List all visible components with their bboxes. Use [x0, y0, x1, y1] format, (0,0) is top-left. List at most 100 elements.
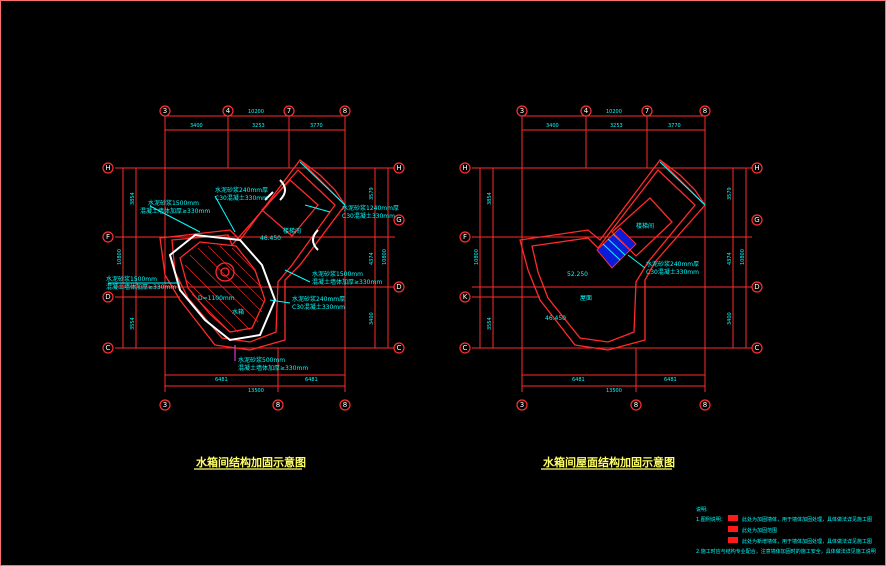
r-dim-bottom-2: 6481	[664, 377, 677, 383]
right-note-1: 水泥砂浆240mm厚	[646, 260, 699, 268]
svg-text:H: H	[462, 164, 467, 172]
r-dim-top-1: 3400	[546, 123, 559, 129]
svg-text:K: K	[463, 293, 468, 301]
dim-top-3: 3770	[310, 123, 323, 129]
svg-text:H: H	[396, 164, 401, 172]
svg-text:D: D	[396, 283, 401, 291]
legend-swatch-3	[728, 537, 738, 543]
r-dim-right-2: 4374	[727, 252, 733, 265]
svg-text:H: H	[105, 164, 110, 172]
left-bottom-dimension-lines	[164, 348, 346, 392]
dim-bottom-1: 6481	[215, 377, 228, 383]
dim-right-1: 3579	[369, 187, 375, 200]
left-plan: 水泥砂浆1500mm 混凝土墙体加厚≥330mm 水泥砂浆240mm厚 C30混…	[102, 105, 405, 470]
r-dim-right-total: 10800	[740, 249, 746, 265]
r-dim-top-3: 3770	[668, 123, 681, 129]
dim-bottom-total: 13500	[248, 388, 264, 394]
dim-right-2: 4374	[369, 252, 375, 265]
note-5: 水泥砂浆1500mm	[106, 275, 157, 283]
note-11: 水泥砂浆240mm厚	[292, 295, 345, 303]
dim-left-1: 3854	[130, 192, 136, 205]
note-16: 水箱	[232, 308, 244, 316]
r-dim-left-2: 3554	[487, 317, 493, 330]
svg-text:G: G	[754, 216, 759, 224]
svg-text:8: 8	[634, 401, 638, 409]
note-18: 46.450	[260, 235, 281, 242]
right-notes: 水泥砂浆240mm厚 C30混凝土330mm 楼梯间 屋面 46.450 52.…	[545, 222, 699, 322]
left-grid-lines	[115, 167, 395, 349]
right-leader-lines	[627, 161, 706, 269]
svg-text:C: C	[463, 344, 468, 352]
svg-text:7: 7	[287, 107, 291, 115]
svg-text:3: 3	[163, 107, 167, 115]
r-dim-right-1: 3579	[727, 187, 733, 200]
legend-item1-prefix: 1.图例说明：	[696, 516, 726, 523]
svg-text:7: 7	[645, 107, 649, 115]
right-stairs	[596, 197, 673, 269]
svg-text:8: 8	[343, 107, 347, 115]
legend-row-3: 此处为新增墙体，用于墙体加固处理，具体做法详见施工图	[742, 538, 872, 545]
note-7: 水泥砂浆1240mm厚	[342, 204, 399, 212]
r-dim-left-total: 10800	[474, 249, 480, 265]
tank-hatching	[184, 245, 265, 333]
dim-top-2: 3253	[252, 123, 265, 129]
legend-row-2: 此处为加固范围	[742, 527, 777, 534]
left-stair-room	[261, 161, 346, 251]
svg-text:3: 3	[163, 401, 167, 409]
dim-top-1: 3400	[190, 123, 203, 129]
right-bottom-dimension-lines	[521, 348, 706, 392]
r-dim-bottom-total: 13500	[606, 388, 622, 394]
svg-text:G: G	[396, 216, 401, 224]
legend-header: 说明:	[696, 506, 708, 513]
left-notes: 水泥砂浆1500mm 混凝土墙体加厚≥330mm 水泥砂浆240mm厚 C30混…	[106, 186, 399, 372]
note-8: C30混凝土330mm	[342, 212, 395, 220]
note-6: 混凝土墙体加厚≥330mm	[106, 283, 176, 291]
right-plan-title: 水箱间屋面结构加固示意图	[543, 455, 675, 469]
dim-left-2: 3554	[130, 317, 136, 330]
svg-text:8: 8	[276, 401, 280, 409]
svg-text:4: 4	[226, 107, 231, 115]
tank-column-inner	[220, 267, 230, 277]
legend-row-1: 此处为加固墙体，用于墙体加固处理，具体做法详见施工图	[742, 516, 872, 523]
dim-left-total: 10800	[117, 249, 123, 265]
right-axis-bubbles: 3 4 7 8 3 8 8 H F K C H G D C	[459, 105, 763, 411]
right-note-4: 屋面	[580, 295, 592, 302]
note-15: D=1100mm	[198, 295, 235, 302]
note-4: C30混凝土330mm	[215, 194, 268, 202]
left-dimension-texts: 10200 3400 3253 3770 13500 6481 6481 108…	[117, 109, 388, 394]
legend-swatch-2	[728, 526, 738, 532]
svg-text:8: 8	[703, 107, 707, 115]
svg-text:C: C	[397, 344, 402, 352]
svg-text:F: F	[106, 233, 110, 241]
note-1: 水泥砂浆1500mm	[148, 199, 199, 207]
right-building-outline	[519, 159, 706, 351]
r-dim-bottom-1: 6481	[572, 377, 585, 383]
r-dim-top-2: 3253	[610, 123, 623, 129]
left-top-dimension-lines	[160, 112, 350, 169]
svg-text:4: 4	[584, 107, 589, 115]
svg-text:3: 3	[520, 107, 524, 115]
svg-text:8: 8	[703, 401, 707, 409]
note-13: 水泥砂浆500mm	[238, 356, 285, 364]
right-grid-lines	[472, 167, 752, 349]
svg-text:F: F	[463, 233, 467, 241]
tank-column-circle	[215, 262, 235, 282]
note-12: C30混凝土330mm	[292, 303, 345, 311]
left-axis-bubbles: 3 4 7 8 3 8 8 H F D C H G D C	[102, 105, 405, 411]
note-10: 混凝土墙体加厚≥330mm	[312, 278, 382, 286]
right-note-3: 楼梯间	[636, 222, 654, 230]
r-dim-left-1: 3854	[487, 192, 493, 205]
note-9: 水泥砂浆1500mm	[312, 270, 363, 278]
right-dimension-texts: 10200 3400 3253 3770 13500 6481 6481 108…	[474, 109, 746, 394]
svg-text:H: H	[754, 164, 759, 172]
legend: 说明: 1.图例说明： 此处为加固墙体，用于墙体加固处理，具体做法详见施工图 此…	[696, 506, 876, 555]
r-dim-top-total: 10200	[606, 109, 622, 115]
dim-top-total: 10200	[248, 109, 264, 115]
svg-text:C: C	[755, 344, 760, 352]
left-plan-title: 水箱间结构加固示意图	[196, 455, 306, 469]
dim-right-3: 3400	[369, 312, 375, 325]
svg-text:3: 3	[520, 401, 524, 409]
svg-text:D: D	[754, 283, 759, 291]
right-plan: 水泥砂浆240mm厚 C30混凝土330mm 楼梯间 屋面 46.450 52.…	[459, 105, 763, 470]
